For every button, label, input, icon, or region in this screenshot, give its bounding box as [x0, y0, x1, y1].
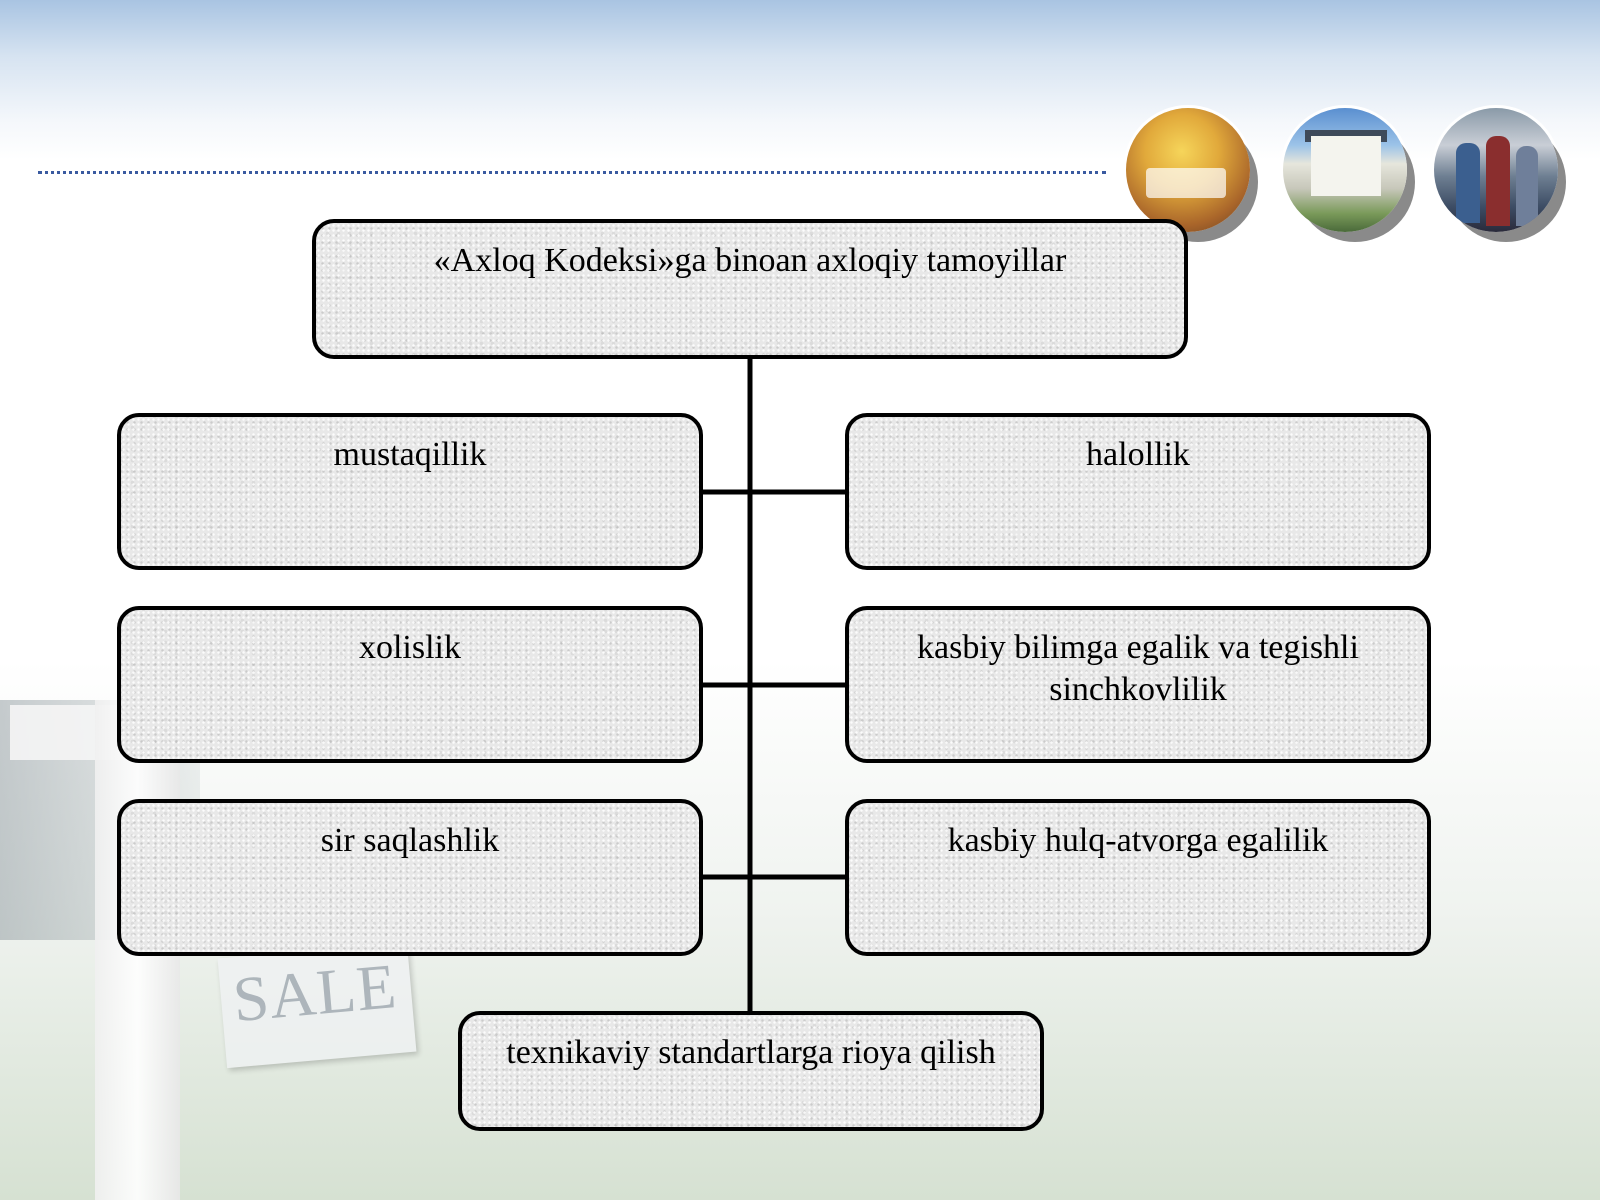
principle-node-label: sir saqlashlik: [320, 822, 500, 859]
principle-node-label: texnikaviy standartlarga rioya qilish: [506, 1034, 996, 1071]
person-figure: [1516, 146, 1538, 226]
house-photo: [1283, 108, 1407, 232]
principle-node-kasbiy-hulq: kasbiy hulq-atvorga egalilik: [845, 799, 1431, 956]
principle-node-mustaqillik: mustaqillik: [117, 413, 703, 570]
person-figure: [1486, 136, 1510, 226]
principle-node-label: kasbiy hulq-atvorga egalilik: [947, 822, 1329, 859]
principle-node-xolislik: xolislik: [117, 606, 703, 763]
principle-node-sir-saqlashlik: sir saqlashlik: [117, 799, 703, 956]
interior-photo: [1126, 108, 1250, 232]
family-photo: [1434, 108, 1558, 232]
principle-node-label: xolislik: [358, 629, 462, 666]
root-node: «Axloq Kodeksi»ga binoan axloqiy tamoyil…: [312, 219, 1188, 359]
principle-node-kasbiy-bilim: kasbiy bilimga egalik va tegishli sinchk…: [845, 606, 1431, 763]
principle-node-texnikaviy: texnikaviy standartlarga rioya qilish: [458, 1011, 1044, 1131]
person-figure: [1456, 143, 1480, 223]
principle-node-label: mustaqillik: [333, 436, 487, 473]
principle-node-label: halollik: [1086, 436, 1190, 473]
principle-node-label: kasbiy bilimga egalik va tegishli sinchk…: [917, 629, 1359, 708]
house-facade: [1311, 136, 1381, 196]
header-dotted-rule: [38, 171, 1106, 174]
interior-photo-detail: [1146, 168, 1226, 198]
principle-node-halollik: halollik: [845, 413, 1431, 570]
root-node-label: «Axloq Kodeksi»ga binoan axloqiy tamoyil…: [433, 242, 1067, 279]
